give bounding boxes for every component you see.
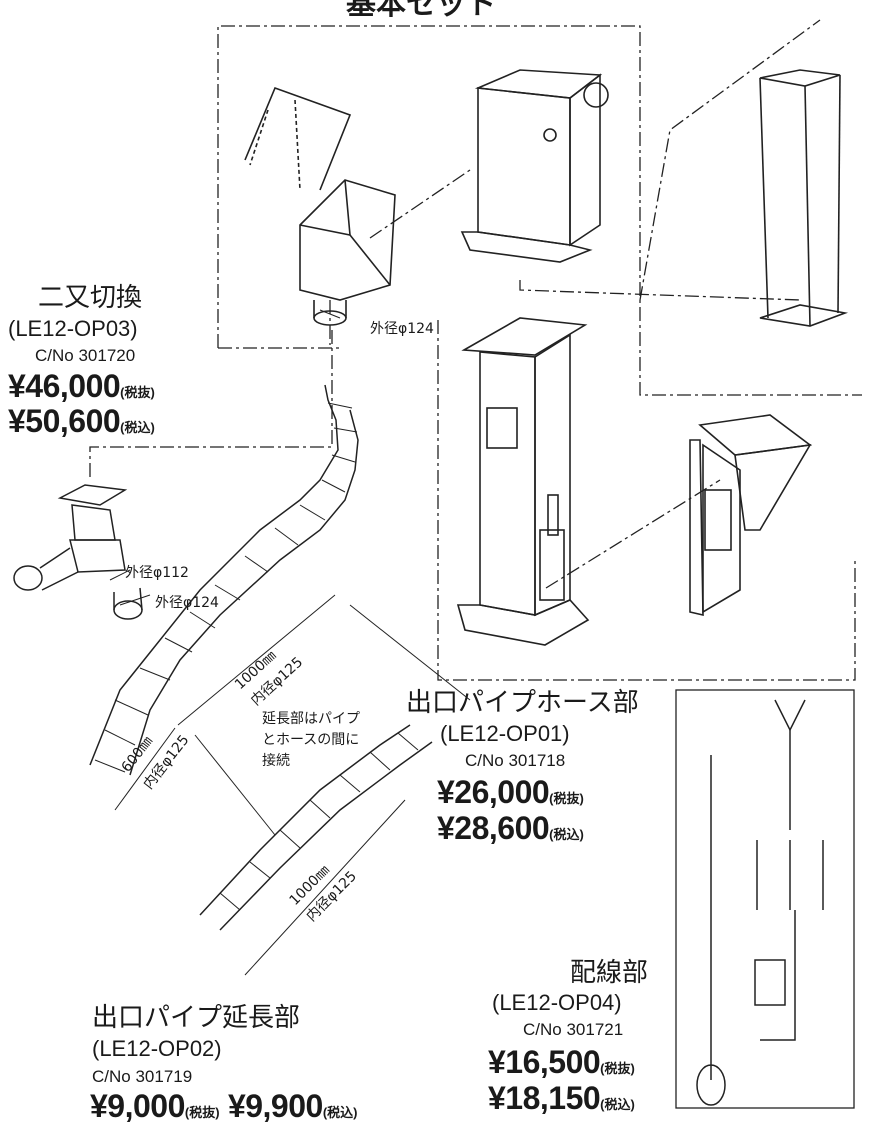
wiring-panel-frame: [675, 689, 855, 1109]
extension-note-line1: 延長部はパイプ: [262, 711, 360, 727]
part-model: (LE12-OP04): [492, 990, 622, 1015]
chute: [689, 414, 813, 617]
part-catalog-number: C/No 301718: [465, 751, 566, 770]
diverter-hood: [244, 86, 396, 326]
price-including-tax: ¥28,600(税込): [437, 810, 584, 846]
dimension-lines: [109, 309, 471, 976]
part-model: (LE12-OP03): [8, 316, 138, 341]
extension-note-line3: 接続: [262, 752, 290, 769]
part-name: 出口パイプ延長部: [92, 1003, 301, 1033]
part-catalog-number: C/No 301720: [35, 346, 136, 365]
outlet-pipe-hose: [89, 384, 359, 776]
wiring-harness: [696, 699, 824, 1106]
part-name: 出口パイプホース部: [406, 688, 639, 718]
part-model: (LE12-OP02): [92, 1036, 222, 1061]
price-line: ¥9,000(税抜) ¥9,900(税込): [90, 1088, 358, 1124]
part-catalog-number: C/No 301721: [523, 1020, 624, 1039]
assembly-guide-lines: [89, 19, 862, 681]
part-model: (LE12-OP01): [440, 721, 570, 746]
price-including-tax: ¥18,150(税込): [488, 1080, 635, 1116]
two-way-diverter: [13, 484, 143, 620]
price-including-tax: ¥50,600(税込): [8, 403, 155, 439]
price-excluding-tax: ¥26,000(税抜): [437, 774, 584, 810]
hopper-box: [460, 69, 609, 263]
main-column: [456, 317, 590, 646]
extension-note-line2: とホースの間に: [262, 732, 359, 748]
outer-diameter-label-top: 外径φ124: [370, 321, 434, 337]
part-name: 配線部: [570, 958, 649, 988]
outer-diameter-label-124: 外径φ124: [155, 595, 219, 611]
square-duct: [759, 69, 849, 327]
price-excluding-tax: ¥46,000(税抜): [8, 368, 155, 404]
extension-pipe: [199, 724, 433, 931]
price-excluding-tax: ¥16,500(税抜): [488, 1044, 635, 1080]
outer-diameter-label-112: 外径φ112: [125, 565, 189, 581]
page-title: 基本セット: [346, 0, 496, 22]
part-name: 二又切換: [38, 283, 143, 313]
part-catalog-number: C/No 301719: [92, 1067, 193, 1086]
